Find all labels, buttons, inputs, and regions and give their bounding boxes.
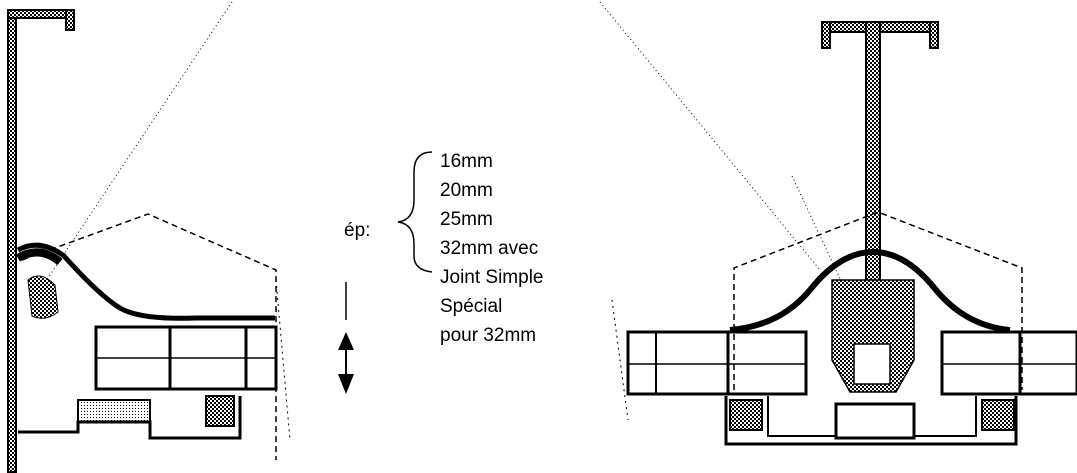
thickness-option: Joint Simple xyxy=(440,267,544,288)
left-roof-outline xyxy=(21,213,277,460)
left-panel xyxy=(94,325,278,391)
thickness-brace xyxy=(397,151,433,273)
right-zoom-guide xyxy=(599,1,821,271)
thickness-prefix: ép: xyxy=(344,220,370,241)
left-cap xyxy=(16,242,275,321)
thickness-option: 16mm xyxy=(440,151,493,172)
right-cap xyxy=(729,248,1011,333)
thickness-option: 25mm xyxy=(440,209,493,230)
height-arrow xyxy=(338,282,354,394)
right-roof-outline xyxy=(733,211,1023,390)
right-profile-left-panel xyxy=(611,299,808,421)
right-profile-right-panel xyxy=(940,330,1077,396)
left-profile xyxy=(7,1,291,473)
left-zoom-guide xyxy=(39,1,233,291)
t-bar xyxy=(821,21,939,323)
wall-frame xyxy=(7,9,75,473)
thickness-option: 32mm avec xyxy=(440,238,538,259)
right-base-profile xyxy=(724,396,1018,446)
left-base-profile xyxy=(18,279,291,441)
left-gasket xyxy=(27,275,59,319)
right-profile xyxy=(599,1,1077,446)
thickness-option: 20mm xyxy=(440,180,493,201)
thickness-option: pour 32mm xyxy=(440,325,536,346)
right-gasket xyxy=(831,279,915,393)
thickness-option: Spécial xyxy=(440,296,502,317)
